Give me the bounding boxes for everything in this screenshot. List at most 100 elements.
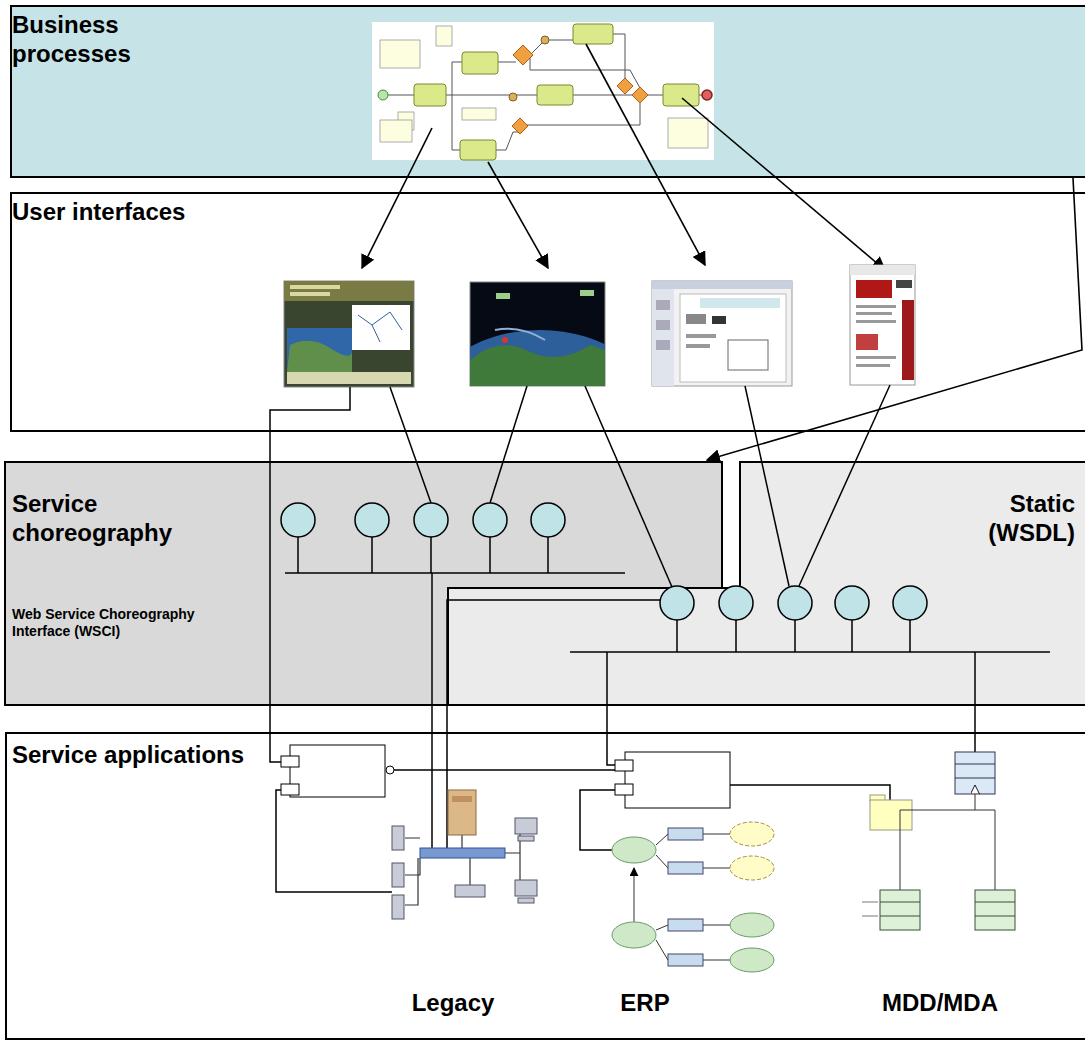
erp-model [612, 822, 774, 972]
erp-model [668, 954, 703, 966]
wire [570, 651, 1050, 653]
screen-shot [496, 293, 510, 299]
legacy-network [392, 895, 404, 919]
mdd-model [900, 810, 995, 890]
screen-shot [358, 312, 402, 342]
process-model-picture [436, 26, 452, 46]
legacy-network [392, 863, 404, 887]
erp-model [730, 822, 774, 846]
mdd-model [880, 902, 920, 916]
screen-shot [470, 330, 605, 386]
erp-model [703, 834, 730, 960]
process-model-picture [702, 90, 712, 100]
screen-shot [856, 305, 896, 308]
service-interface [893, 586, 927, 620]
mdd-model [975, 890, 1015, 930]
process-model-picture [513, 45, 533, 65]
erp-model [668, 862, 703, 874]
process-model-picture [460, 140, 496, 160]
layer-band: Service choreographyWeb Service Choreogr… [5, 462, 722, 705]
process-model-picture [541, 36, 549, 44]
screen-shot [856, 356, 896, 359]
screen-shot [290, 285, 340, 289]
screen-shot [850, 265, 915, 385]
legacy-network [455, 885, 485, 897]
wire [270, 385, 1050, 892]
screen-shot [652, 281, 792, 289]
process-model-picture [462, 108, 496, 120]
service-interface [473, 503, 507, 537]
legacy-network [405, 838, 420, 905]
screen-shot [656, 340, 670, 350]
process-model-picture [372, 22, 714, 160]
component-symbol [290, 745, 385, 797]
process-arrow [586, 44, 705, 265]
process-model-picture [632, 87, 648, 103]
screen-shot [284, 281, 414, 387]
wire [394, 769, 625, 771]
process-arrow [362, 44, 885, 270]
legacy-network [452, 796, 472, 802]
process-model-picture [378, 90, 388, 100]
wire [431, 573, 433, 848]
wire [799, 385, 890, 586]
erp-model [730, 856, 774, 880]
wire [270, 387, 350, 762]
wire [390, 387, 431, 503]
process-arrow [362, 128, 432, 268]
screen-shot [287, 328, 352, 372]
process-model-picture [496, 132, 520, 150]
legacy-network [518, 836, 534, 841]
mdd-model [975, 794, 976, 810]
legacy-network [392, 826, 404, 850]
legacy-network [448, 790, 476, 835]
process-model-picture [613, 34, 625, 85]
process-arrow [682, 98, 885, 270]
screen-shot [856, 364, 890, 367]
layer-band: User interfaces [10, 192, 1085, 432]
wire [276, 790, 392, 892]
service-interface [778, 586, 812, 620]
process-model-picture [509, 93, 517, 101]
mdd-model [880, 890, 920, 930]
screen-shot [902, 300, 914, 380]
component-symbol [386, 766, 394, 774]
process-model-picture [537, 85, 573, 105]
screen-shot [686, 314, 706, 324]
screen-shot [290, 292, 330, 296]
wire [745, 386, 789, 586]
wire [730, 785, 890, 800]
screen-shot [580, 290, 594, 296]
layer-heading: User interfaces [12, 197, 212, 226]
screen-shot [470, 345, 605, 386]
process-model-picture [388, 95, 414, 96]
erp-model [668, 828, 703, 840]
service-interface [531, 503, 565, 537]
process-model-picture [414, 84, 446, 106]
process-model-picture [380, 40, 420, 68]
screen-shot [287, 372, 411, 384]
screen-shot [686, 334, 716, 338]
wire [580, 790, 615, 850]
process-model-picture [663, 84, 699, 106]
screen-shot [652, 281, 792, 386]
legacy-network [518, 898, 534, 903]
screen-shot [284, 281, 414, 301]
wire [447, 600, 660, 848]
screen-shot [656, 320, 670, 330]
mdd-model [955, 752, 995, 794]
legacy-network [420, 848, 505, 858]
system-label: ERP [545, 988, 745, 1017]
screen-shot [284, 281, 414, 387]
system-label: Legacy [353, 988, 553, 1017]
legacy-network [515, 818, 537, 834]
screen-shot [495, 329, 545, 340]
wire [607, 652, 615, 765]
screen-shot [287, 341, 352, 372]
screen-shot [680, 294, 786, 382]
process-model-picture [372, 22, 714, 160]
service-interface [281, 503, 315, 537]
layer-subheading: Web Service Choreography Interface (WSCI… [12, 606, 227, 640]
erp-model [730, 948, 774, 972]
screen-shot [686, 344, 710, 348]
